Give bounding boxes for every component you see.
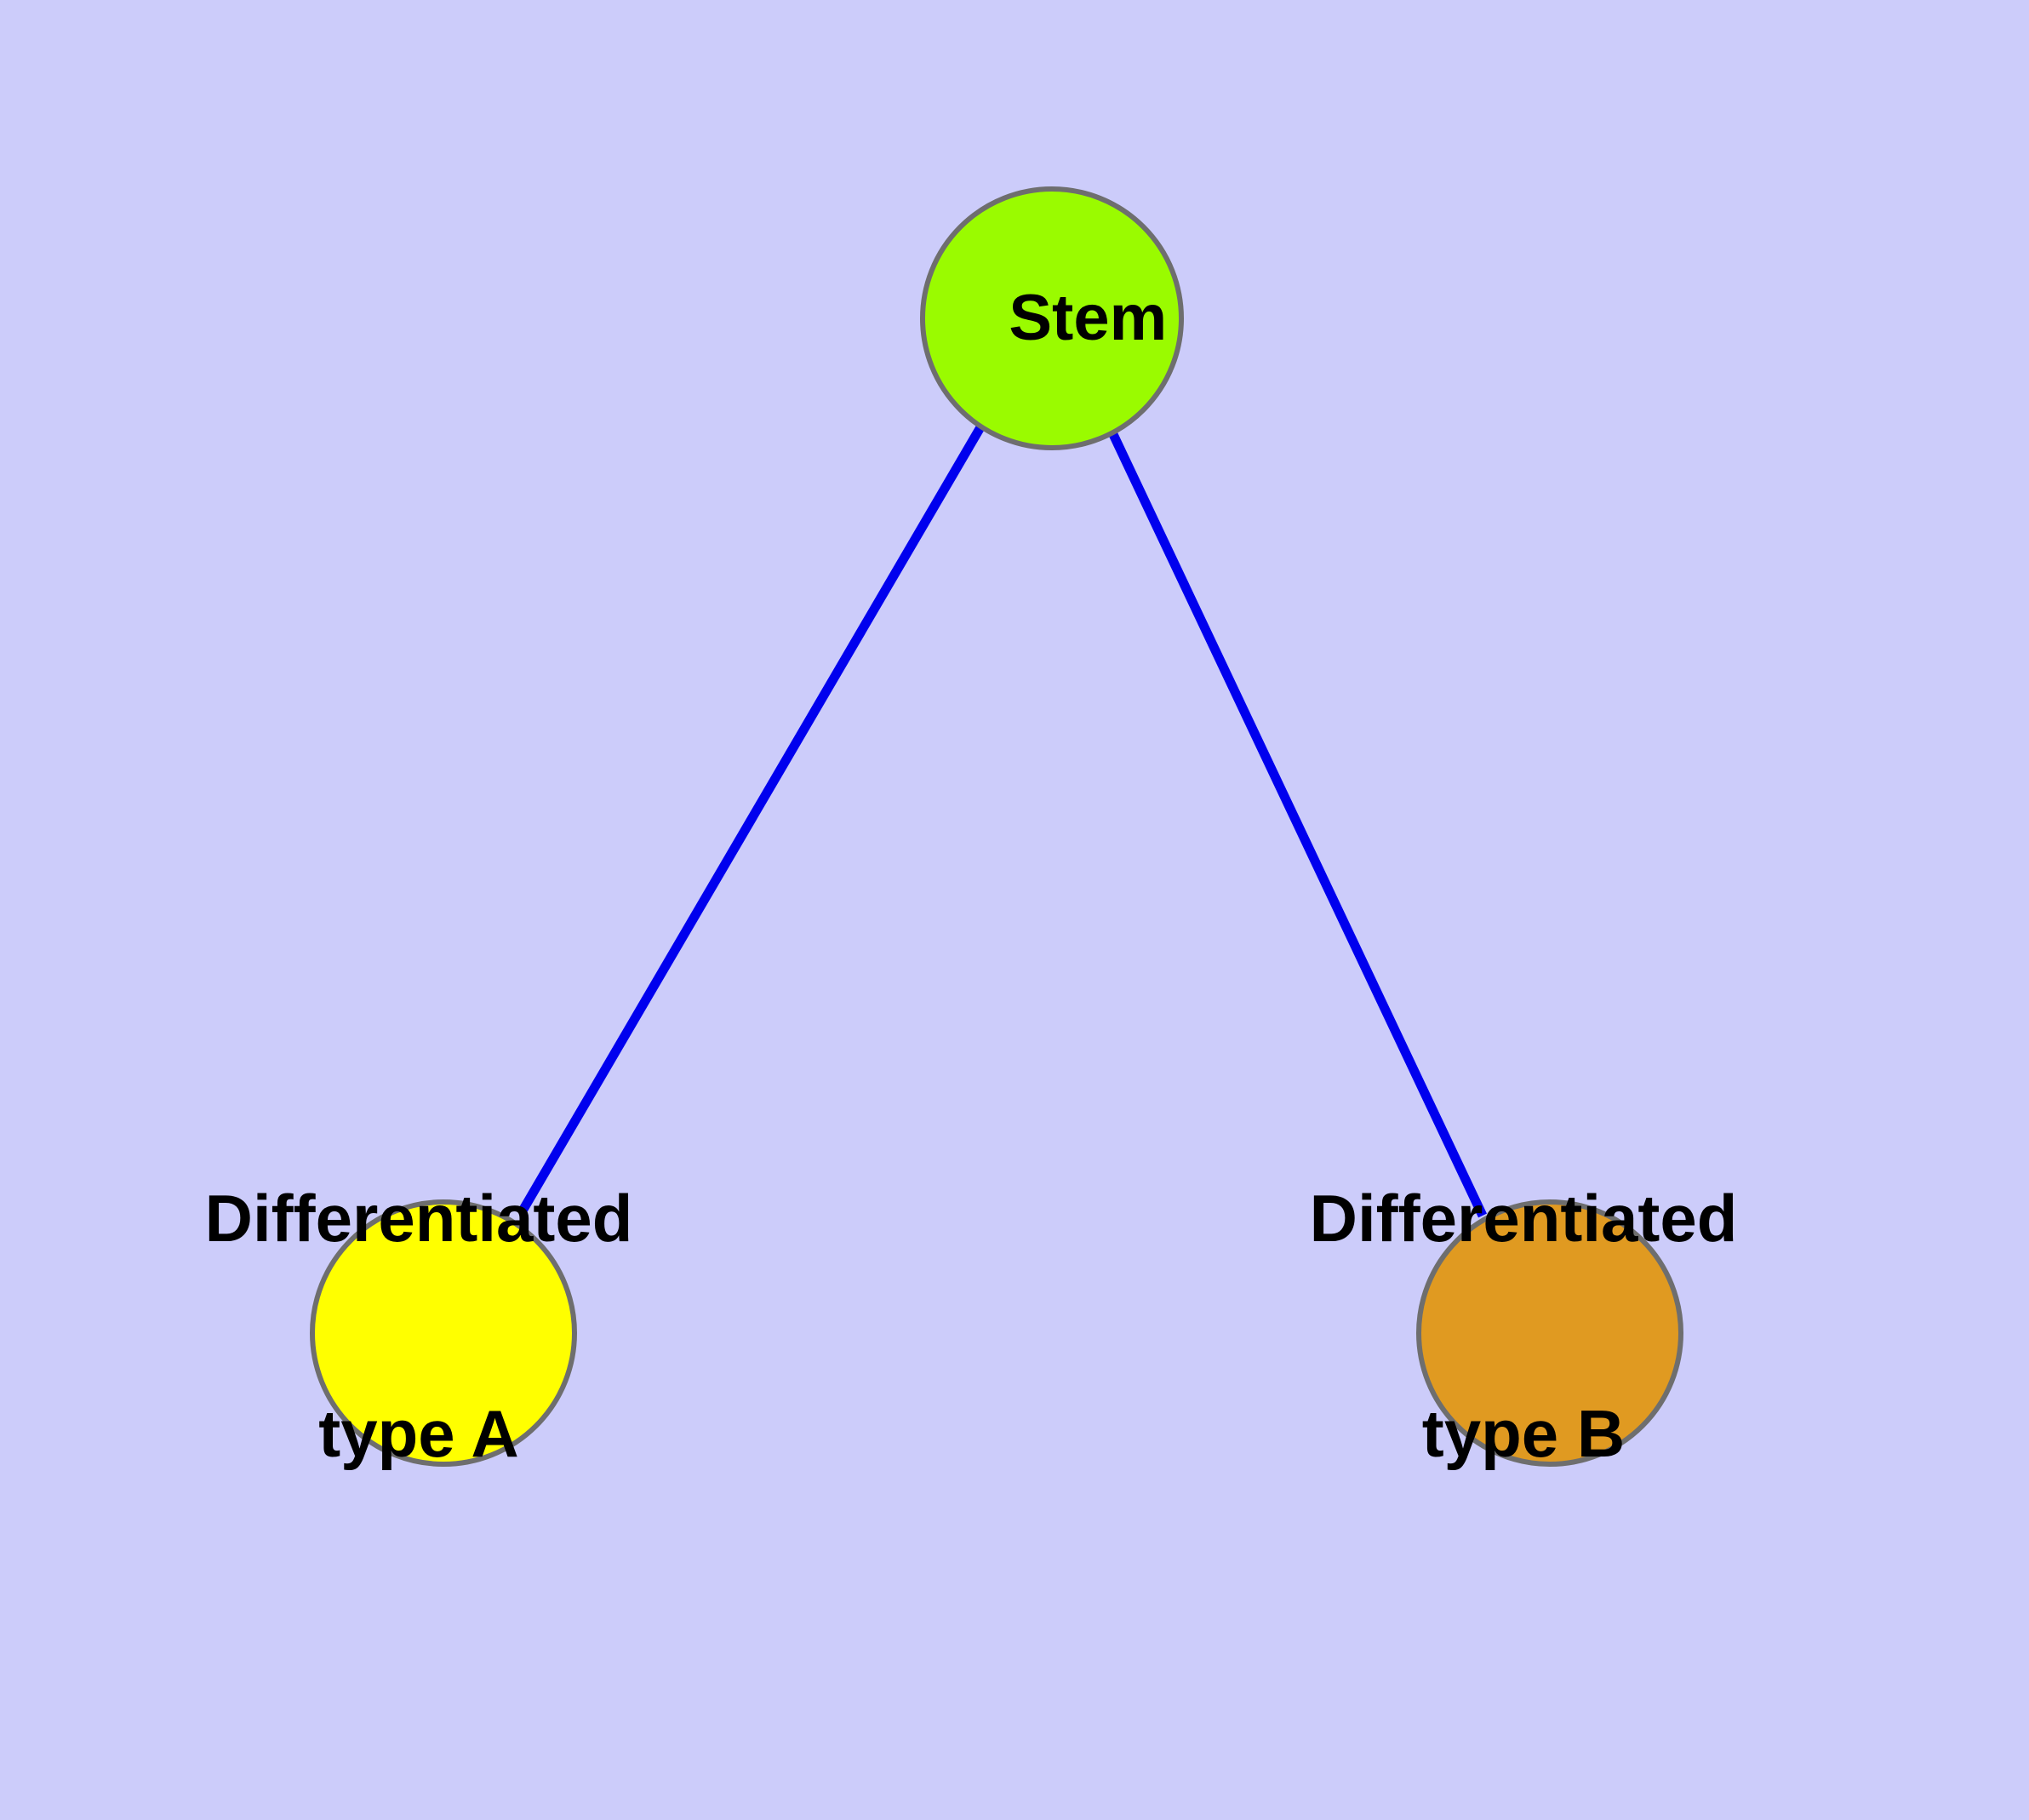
node-differentiated-type-b[interactable] [1416, 1199, 1683, 1467]
node-layer [310, 186, 1683, 1467]
edge-stem-to-differentiated-type-b[interactable] [1107, 428, 1487, 1218]
node-differentiated-type-a[interactable] [310, 1199, 577, 1467]
node-stem[interactable] [920, 186, 1184, 450]
edge-layer [517, 425, 1487, 1218]
edge-stem-to-differentiated-type-a[interactable] [517, 425, 985, 1215]
